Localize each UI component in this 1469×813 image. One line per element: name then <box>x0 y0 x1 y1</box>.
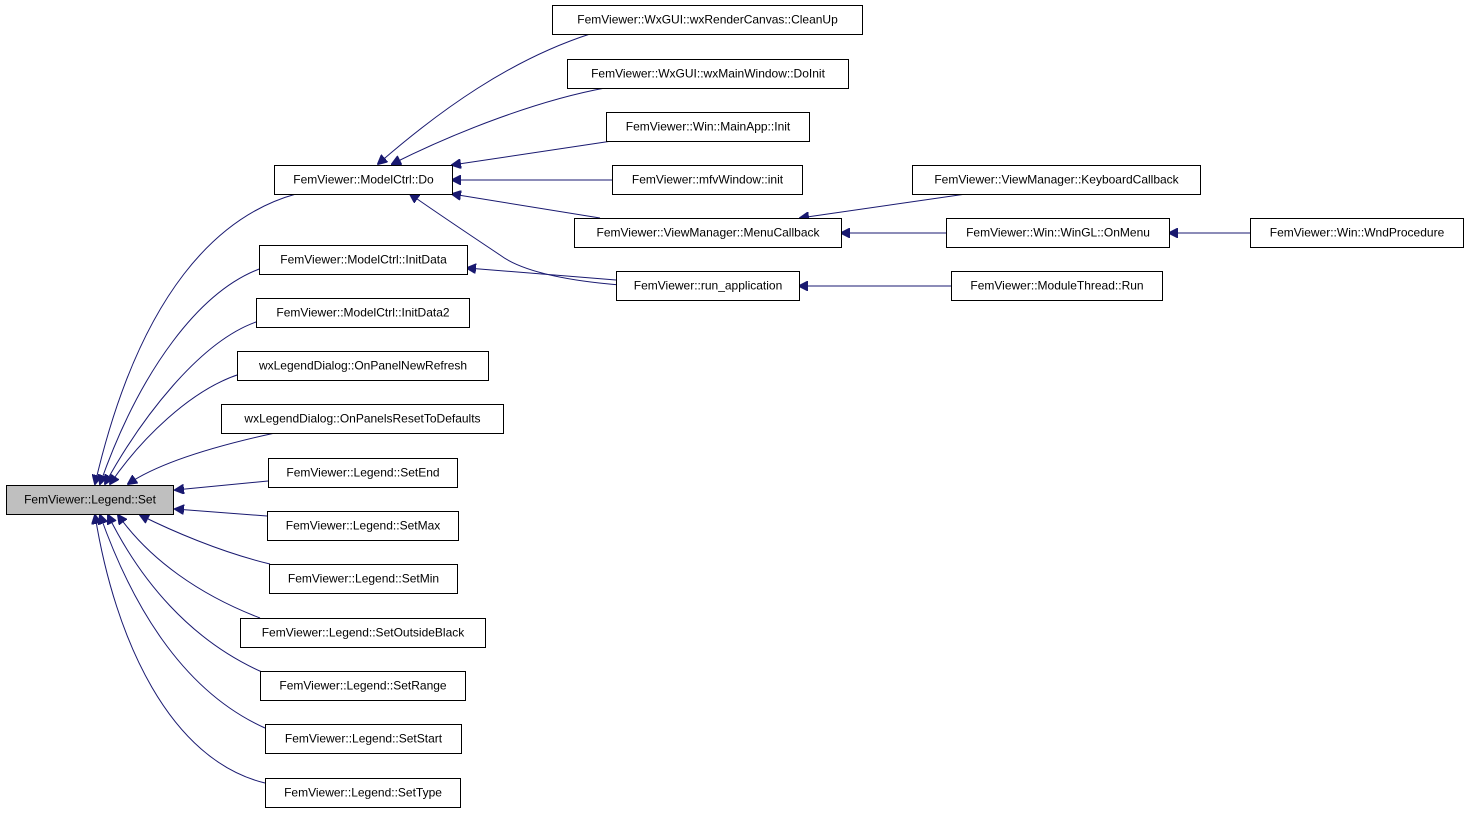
node-label: FemViewer::Legend::SetOutsideBlack <box>262 626 466 640</box>
node-box[interactable] <box>265 778 461 808</box>
graph-node[interactable]: FemViewer::Win::WinGL::OnMenu <box>946 218 1170 248</box>
node-label: FemViewer::Legend::SetMin <box>288 572 439 586</box>
edge-n13-to-n1 <box>378 33 591 164</box>
node-box[interactable] <box>256 298 470 328</box>
node-box[interactable] <box>268 458 458 488</box>
node-label: FemViewer::Win::WndProcedure <box>1270 226 1445 240</box>
node-box[interactable] <box>237 351 489 381</box>
edges-layer <box>95 33 1250 784</box>
node-box[interactable] <box>260 671 466 701</box>
node-label: FemViewer::mfvWindow::init <box>632 173 784 187</box>
node-box[interactable] <box>221 404 504 434</box>
node-label: FemViewer::ModuleThread::Run <box>970 279 1143 293</box>
node-label: FemViewer::ModelCtrl::Do <box>293 173 434 187</box>
edge-n12-to-n0 <box>95 515 266 784</box>
node-box[interactable] <box>1250 218 1464 248</box>
node-label: FemViewer::Legend::SetType <box>284 786 442 800</box>
node-label: FemViewer::WxGUI::wxMainWindow::DoInit <box>591 67 825 81</box>
node-box[interactable] <box>574 218 842 248</box>
node-box[interactable] <box>269 564 458 594</box>
edge-n10-to-n0 <box>108 515 263 673</box>
node-box[interactable] <box>552 5 863 35</box>
graph-node[interactable]: FemViewer::WxGUI::wxMainWindow::DoInit <box>567 59 849 89</box>
node-box[interactable] <box>606 112 810 142</box>
node-box[interactable] <box>259 245 468 275</box>
graph-node[interactable]: FemViewer::ViewManager::KeyboardCallback <box>912 165 1201 195</box>
node-label: FemViewer::ViewManager::MenuCallback <box>597 226 821 240</box>
node-box[interactable] <box>265 724 462 754</box>
graph-node[interactable]: wxLegendDialog::OnPanelNewRefresh <box>237 351 489 381</box>
node-box[interactable] <box>951 271 1163 301</box>
node-label: FemViewer::Legend::SetStart <box>285 732 443 746</box>
graph-node[interactable]: FemViewer::Legend::SetType <box>265 778 461 808</box>
node-label: FemViewer::ViewManager::KeyboardCallback <box>934 173 1179 187</box>
graph-node[interactable]: wxLegendDialog::OnPanelsResetToDefaults <box>221 404 504 434</box>
graph-node[interactable]: FemViewer::ModelCtrl::InitData <box>259 245 468 275</box>
edge-n5-to-n0 <box>128 432 276 484</box>
graph-node[interactable]: FemViewer::Legend::SetRange <box>260 671 466 701</box>
node-box[interactable] <box>274 165 453 195</box>
edge-n11-to-n0 <box>100 515 266 729</box>
node-label: FemViewer::Legend::Set <box>24 493 157 507</box>
node-label: FemViewer::ModelCtrl::InitData2 <box>276 306 450 320</box>
node-box[interactable] <box>240 618 486 648</box>
node-box[interactable] <box>612 165 803 195</box>
graph-node[interactable]: FemViewer::Legend::SetEnd <box>268 458 458 488</box>
edge-n7-to-n0 <box>175 509 268 517</box>
graph-node[interactable]: FemViewer::Legend::SetOutsideBlack <box>240 618 486 648</box>
edge-n19-to-n17 <box>800 193 967 218</box>
edge-n18-to-n1 <box>410 194 621 286</box>
node-label: FemViewer::Legend::SetEnd <box>286 466 439 480</box>
edge-n9-to-n0 <box>118 515 261 619</box>
node-label: FemViewer::Legend::SetRange <box>279 679 447 693</box>
graph-node[interactable]: FemViewer::ModelCtrl::Do <box>274 165 453 195</box>
edge-n6-to-n0 <box>175 480 269 490</box>
node-box[interactable] <box>616 271 800 301</box>
edge-n8-to-n0 <box>140 515 271 565</box>
graph-node[interactable]: FemViewer::Legend::SetStart <box>265 724 462 754</box>
graph-node[interactable]: FemViewer::Legend::Set <box>6 485 174 515</box>
node-label: FemViewer::ModelCtrl::InitData <box>280 253 447 267</box>
edge-n17-to-n1 <box>452 194 601 219</box>
edge-n2-to-n0 <box>100 267 263 484</box>
node-label: FemViewer::run_application <box>634 279 783 293</box>
node-label: FemViewer::Legend::SetMax <box>286 519 441 533</box>
graph-node[interactable]: FemViewer::ViewManager::MenuCallback <box>574 218 842 248</box>
edge-n3-to-n0 <box>105 320 260 484</box>
node-box[interactable] <box>567 59 849 89</box>
node-box[interactable] <box>946 218 1170 248</box>
edge-n15-to-n1 <box>452 140 613 165</box>
edge-n4-to-n0 <box>110 373 241 484</box>
graph-node[interactable]: FemViewer::Win::MainApp::Init <box>606 112 810 142</box>
nodes-layer: FemViewer::Legend::Set FemViewer::ModelCt… <box>6 5 1464 808</box>
graph-node[interactable]: FemViewer::run_application <box>616 271 800 301</box>
graph-node[interactable]: FemViewer::WxGUI::wxRenderCanvas::CleanU… <box>552 5 863 35</box>
graph-node[interactable]: FemViewer::mfvWindow::init <box>612 165 803 195</box>
edge-n1-to-n0 <box>95 193 297 484</box>
graph-node[interactable]: FemViewer::Win::WndProcedure <box>1250 218 1464 248</box>
node-label: wxLegendDialog::OnPanelNewRefresh <box>258 359 467 373</box>
graph-node[interactable]: FemViewer::Legend::SetMax <box>267 511 459 541</box>
edge-n18-to-n2 <box>467 268 617 281</box>
graph-node[interactable]: FemViewer::ModelCtrl::InitData2 <box>256 298 470 328</box>
node-box[interactable] <box>267 511 459 541</box>
node-box[interactable] <box>912 165 1201 195</box>
node-label: wxLegendDialog::OnPanelsResetToDefaults <box>243 412 480 426</box>
graph-node[interactable]: FemViewer::Legend::SetMin <box>269 564 458 594</box>
node-label: FemViewer::WxGUI::wxRenderCanvas::CleanU… <box>577 13 838 27</box>
node-label: FemViewer::Win::WinGL::OnMenu <box>966 226 1150 240</box>
edge-n14-to-n1 <box>392 87 606 164</box>
root-node-box[interactable] <box>6 485 174 515</box>
node-label: FemViewer::Win::MainApp::Init <box>626 120 791 134</box>
graph-node[interactable]: FemViewer::ModuleThread::Run <box>951 271 1163 301</box>
